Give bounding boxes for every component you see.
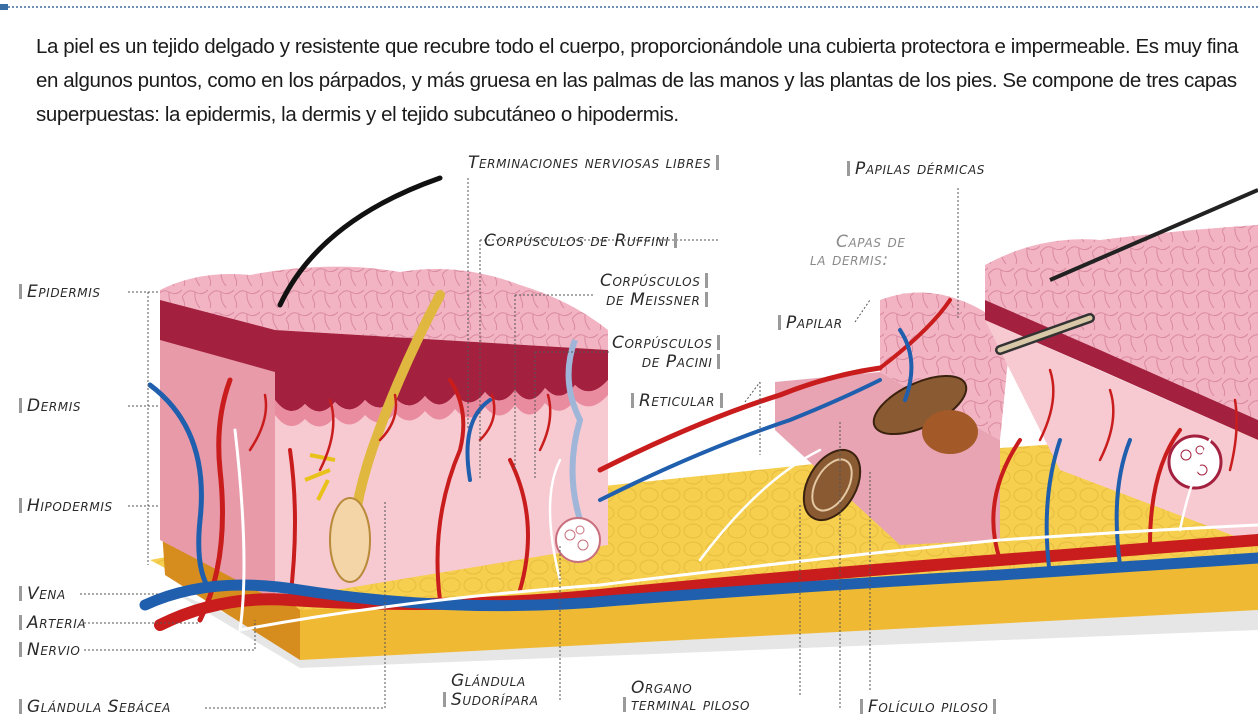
label-dermis: Dermis <box>14 397 81 416</box>
organ-bulb <box>922 410 978 454</box>
label-corpusculos-ruffini: Corpúsculos de Ruffini <box>484 232 682 251</box>
label-hipodermis: Hipodermis <box>14 497 113 516</box>
label-reticular: Reticular <box>626 392 728 411</box>
sweat-gland-coil <box>556 518 600 562</box>
label-terminaciones-nerviosas: Terminaciones nerviosas libres <box>468 154 724 173</box>
label-nervio: Nervio <box>14 641 80 660</box>
label-glandula-sebacea: Glándula Sebácea <box>14 698 171 717</box>
label-arteria: Arteria <box>14 614 86 633</box>
label-papilas-dermicas: Papilas dérmicas <box>842 160 985 179</box>
label-papilar: Papilar <box>773 314 843 333</box>
label-vena: Vena <box>14 585 66 604</box>
label-foliculo-piloso: Folículo piloso <box>855 698 1001 717</box>
label-epidermis: Epidermis <box>14 283 101 302</box>
gland-cross-section <box>1169 436 1221 488</box>
hair-bulb <box>330 498 370 582</box>
